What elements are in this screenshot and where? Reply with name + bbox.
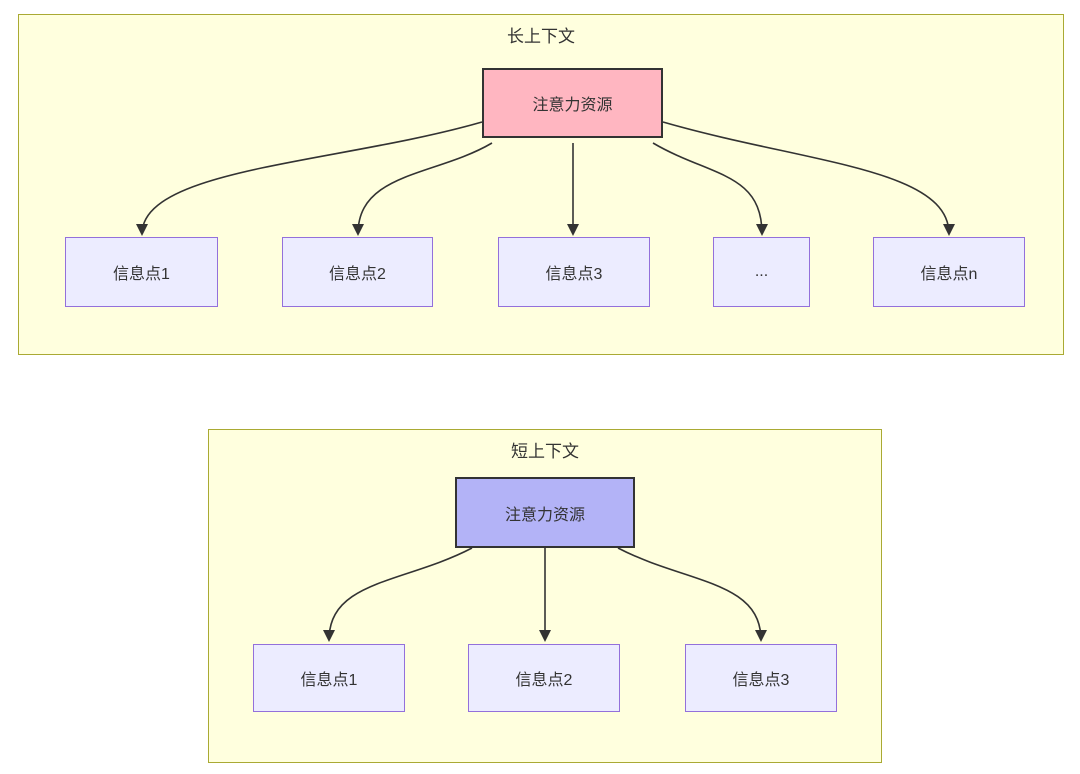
node-short-info-point-1: 信息点1 xyxy=(253,644,405,712)
node-long-info-point-3: 信息点3 xyxy=(498,237,650,307)
node-long-info-point-ellipsis: ... xyxy=(713,237,810,307)
cluster-short-title: 短上下文 xyxy=(511,442,579,461)
node-short-info-point-2: 信息点2 xyxy=(468,644,620,712)
node-attention-resource-long: 注意力资源 xyxy=(482,68,663,138)
cluster-long-title: 长上下文 xyxy=(507,27,575,46)
node-long-info-point-2: 信息点2 xyxy=(282,237,433,307)
node-long-info-point-n: 信息点n xyxy=(873,237,1025,307)
node-short-info-point-3: 信息点3 xyxy=(685,644,837,712)
node-attention-resource-short: 注意力资源 xyxy=(455,477,635,548)
node-long-info-point-1: 信息点1 xyxy=(65,237,218,307)
